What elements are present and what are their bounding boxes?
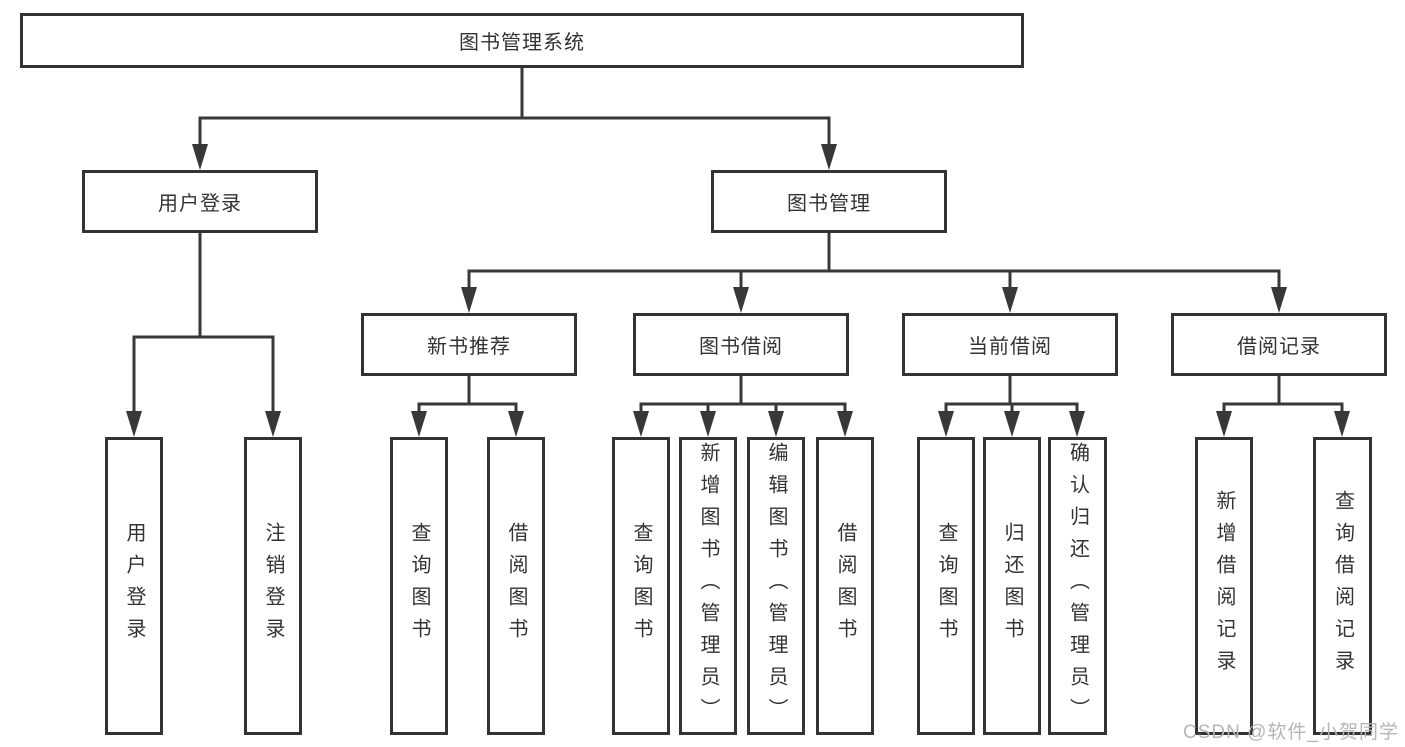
node-current-borrow: 当前借阅 <box>902 313 1118 376</box>
node-new-book-recommend: 新书推荐 <box>361 313 577 376</box>
node-book-borrow: 图书借阅 <box>633 313 849 376</box>
leaf-edit-book-admin: 编辑图书（管理员） <box>747 437 805 735</box>
leaf-query-borrow-record: 查询借阅记录 <box>1313 437 1372 735</box>
leaf-query-books-current: 查询图书 <box>917 437 975 735</box>
csdn-watermark: CSDN @软件_小贺同学 <box>1183 722 1399 743</box>
leaf-confirm-return-admin: 确认归还（管理员） <box>1048 437 1107 735</box>
leaf-query-books-recommend: 查询图书 <box>390 437 448 735</box>
leaf-borrow-books-recommend: 借阅图书 <box>487 437 545 735</box>
leaf-return-book: 归还图书 <box>983 437 1041 735</box>
leaf-logout: 注销登录 <box>244 437 302 735</box>
node-library-system: 图书管理系统 <box>20 13 1024 68</box>
leaf-borrow-books: 借阅图书 <box>816 437 874 735</box>
leaf-add-borrow-record: 新增借阅记录 <box>1195 437 1253 735</box>
leaf-add-book-admin: 新增图书（管理员） <box>679 437 737 735</box>
leaf-user-login: 用户登录 <box>105 437 163 735</box>
leaf-query-books-borrow: 查询图书 <box>612 437 670 735</box>
node-user-login: 用户登录 <box>82 170 318 233</box>
node-borrow-records: 借阅记录 <box>1171 313 1387 376</box>
node-book-management: 图书管理 <box>711 170 947 233</box>
